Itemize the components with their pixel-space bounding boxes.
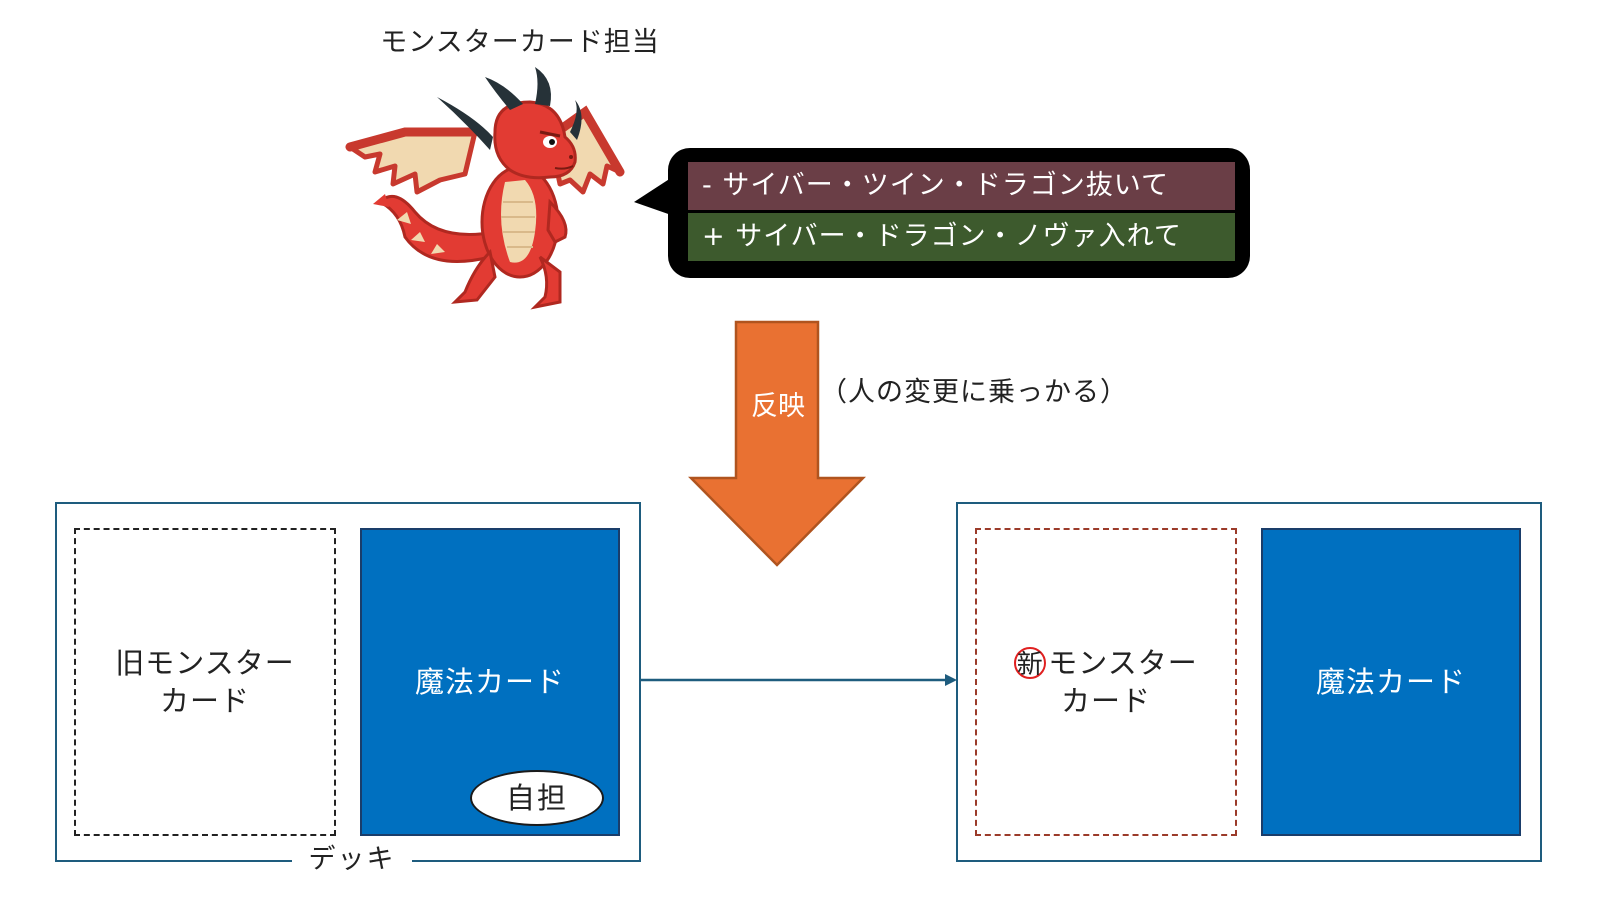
reflect-note: （人の変更に乗っかる） (820, 377, 1128, 408)
self-owned-badge: 自担 (470, 770, 604, 826)
speech-bubble-tail (634, 176, 674, 216)
new-mark: 新 (1014, 647, 1047, 680)
diff-removed-line: - サイバー・ツイン・ドラゴン抜いて (688, 162, 1235, 210)
red-dragon-illustration (345, 67, 625, 310)
new-monster-label-line1: モンスター (1048, 646, 1198, 680)
right-arrow (641, 674, 957, 686)
magic-card-label: 魔法カード (1315, 665, 1466, 699)
old-monster-card: 旧モンスター カード (74, 528, 336, 836)
magic-card-label: 魔法カード (414, 665, 565, 699)
diff-added-line: + サイバー・ドラゴン・ノヴァ入れて (688, 213, 1235, 261)
new-monster-card: 新モンスター カード (975, 528, 1237, 836)
new-monster-label-line2: カード (1060, 684, 1151, 718)
old-monster-label-line1: 旧モンスター (115, 646, 295, 680)
deck-label: デッキ (292, 842, 412, 878)
magic-card-after: 魔法カード (1261, 528, 1521, 836)
speech-bubble: - サイバー・ツイン・ドラゴン抜いて + サイバー・ドラゴン・ノヴァ入れて (668, 148, 1250, 278)
reflect-label: 反映 (751, 391, 805, 422)
down-arrow (688, 320, 866, 567)
role-title: モンスターカード担当 (380, 27, 660, 58)
old-monster-label-line2: カード (159, 684, 250, 718)
